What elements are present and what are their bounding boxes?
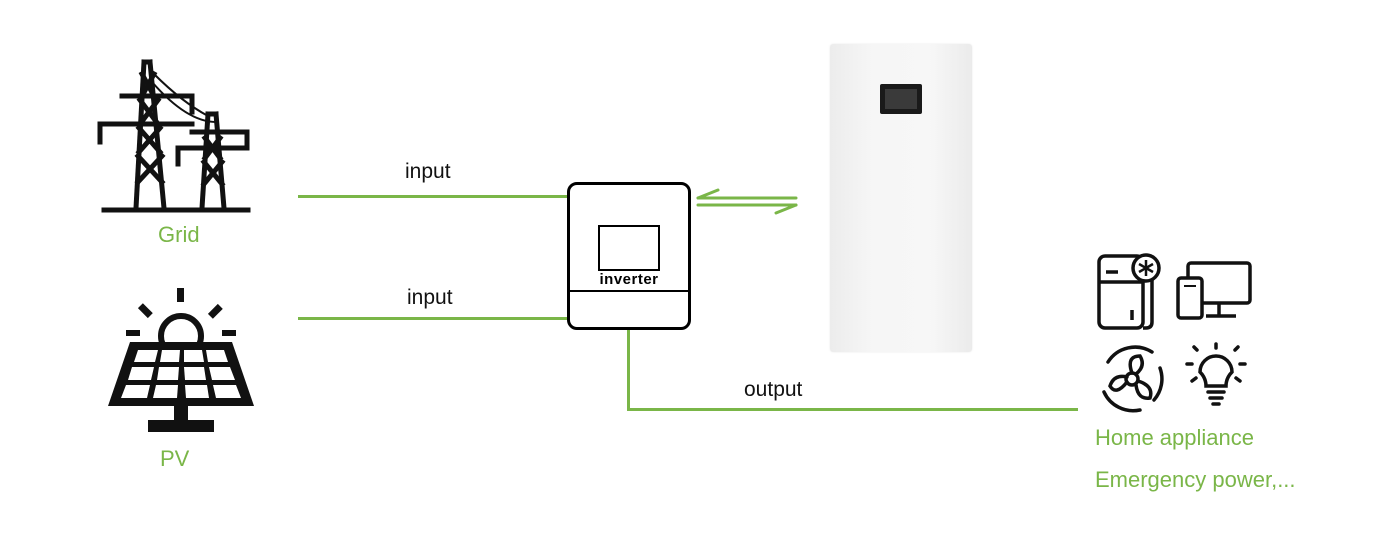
grid-input-line: [298, 195, 568, 198]
inverter-label: inverter: [599, 271, 659, 288]
output-line-horizontal: [627, 408, 1078, 411]
output-line-vertical: [627, 328, 630, 411]
battery-unit: [830, 44, 972, 352]
pv-label: PV: [160, 446, 190, 471]
pv-input-line: [298, 317, 568, 320]
fan-icon: [1102, 345, 1164, 413]
light-bulb-icon: [1185, 342, 1247, 406]
computer-icon: [1176, 261, 1252, 320]
loads-label-home-appliance: Home appliance: [1095, 425, 1254, 450]
output-label: output: [744, 378, 803, 401]
bidirectional-arrows-icon: [696, 188, 798, 215]
inverter-box: inverter: [567, 182, 691, 330]
refrigerator-icon: [1097, 253, 1161, 330]
inverter-divider: [570, 290, 688, 292]
transmission-tower-icon: [97, 59, 251, 213]
grid-label: Grid: [158, 222, 200, 247]
grid-input-label: input: [405, 160, 451, 183]
pv-input-label: input: [407, 286, 453, 309]
battery-screen: [880, 84, 922, 114]
inverter-display: [598, 225, 660, 271]
loads-label-emergency-power: Emergency power,...: [1095, 467, 1296, 492]
solar-panel-icon: [108, 288, 254, 432]
